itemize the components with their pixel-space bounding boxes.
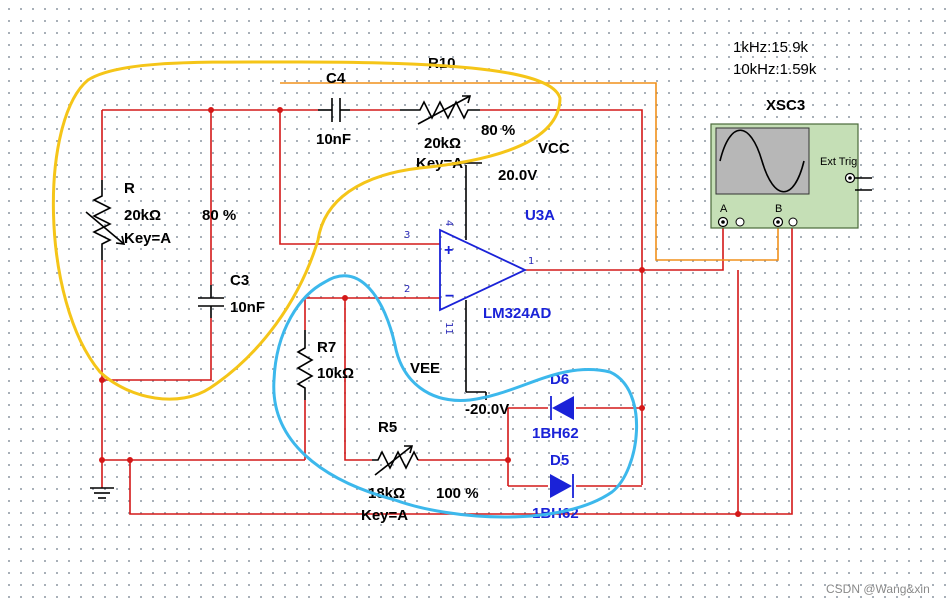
diode-d5[interactable]: D5 1BH62 <box>532 452 579 522</box>
highlight-yellow-loop <box>51 60 562 401</box>
ext-trig-label: Ext Trig <box>820 156 857 168</box>
r5-ref: R5 <box>378 419 397 436</box>
c4-value: 10nF <box>316 131 351 148</box>
scope-name: XSC3 <box>766 97 805 114</box>
resistor-r7[interactable]: R7 10kΩ <box>296 330 354 400</box>
probe-wire <box>280 82 779 261</box>
watermark: CSDN @Wang&xin <box>826 582 930 596</box>
r5-percent: 100 % <box>436 485 479 502</box>
vcc-value: 20.0V <box>498 167 537 184</box>
r-value: 20kΩ <box>124 207 161 224</box>
c3-value: 10nF <box>230 299 265 316</box>
highlight-cyan-loop <box>272 274 639 519</box>
pin-out: 1 <box>528 256 534 267</box>
r5-value: 18kΩ <box>368 485 405 502</box>
potentiometer-r[interactable]: R 20kΩ 80 % Key=A <box>85 180 236 260</box>
opamp-ref: U3A <box>525 207 555 224</box>
vcc-name: VCC <box>538 140 570 157</box>
annotation-1khz: 1kHz:15.9k <box>733 39 809 56</box>
pin-vcc: 4 <box>443 220 454 226</box>
d5-ref: D5 <box>550 452 569 469</box>
opamp-part: LM324AD <box>483 305 552 322</box>
vee-supply[interactable]: VEE -20.0V <box>410 360 509 418</box>
pin-plus: 3 <box>404 230 410 241</box>
r10-value: 20kΩ <box>424 135 461 152</box>
r-key: Key=A <box>124 230 171 247</box>
oscilloscope-xsc3[interactable]: XSC3 Ext Trig A B <box>710 97 872 229</box>
vcc-supply[interactable]: VCC 20.0V <box>452 140 570 184</box>
r7-value: 10kΩ <box>317 365 354 382</box>
potentiometer-r10[interactable]: R10 20kΩ 80 % Key=A <box>400 55 515 172</box>
r-percent: 80 % <box>202 207 236 224</box>
pin-vee: 11 <box>443 322 454 335</box>
r10-ref: R10 <box>428 55 456 72</box>
potentiometer-r5[interactable]: R5 18kΩ 100 % Key=A <box>361 419 479 524</box>
annotation-10khz: 10kHz:1.59k <box>733 61 817 78</box>
channel-a-label: A <box>720 203 728 215</box>
svg-text:+: + <box>444 242 453 259</box>
r7-ref: R7 <box>317 339 336 356</box>
d6-part: 1BH62 <box>532 425 579 442</box>
vee-name: VEE <box>410 360 440 377</box>
pin-minus: 2 <box>404 284 410 295</box>
vee-value: -20.0V <box>465 401 509 418</box>
opamp-u3a[interactable]: + − 3 2 1 4 11 U3A LM324AD <box>404 165 555 392</box>
diode-d6[interactable]: D6 1BH62 <box>532 371 579 442</box>
r10-percent: 80 % <box>481 122 515 139</box>
r-ref: R <box>124 180 135 197</box>
c4-ref: C4 <box>326 70 346 87</box>
ground-icon <box>90 487 114 499</box>
junction-dots <box>99 107 741 517</box>
circuit-wires <box>101 109 793 515</box>
svg-text:−: − <box>445 288 454 305</box>
channel-b-label: B <box>775 203 782 215</box>
c3-ref: C3 <box>230 272 249 289</box>
sine-wave-icon <box>719 129 805 193</box>
capacitor-c4[interactable]: C4 10nF <box>316 70 351 148</box>
r5-key: Key=A <box>361 507 408 524</box>
capacitor-c3[interactable]: C3 10nF <box>198 272 265 318</box>
